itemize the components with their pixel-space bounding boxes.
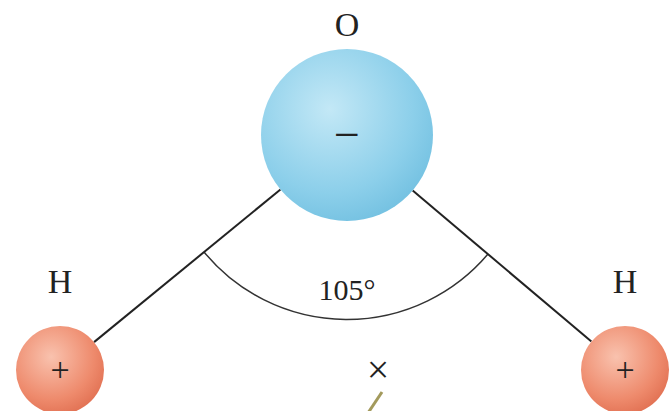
angle-label: 105° <box>319 275 376 305</box>
charge-sign: − <box>334 112 360 158</box>
bond-line <box>94 189 280 342</box>
atom-symbol: O <box>241 7 453 43</box>
pointer-line <box>368 392 382 411</box>
hydrogen-atom: H+ <box>16 326 104 411</box>
cross-mark: × <box>367 350 390 390</box>
oxygen-atom: O− <box>261 49 433 221</box>
charge-sign: + <box>50 353 69 387</box>
atom-symbol: H <box>0 264 124 300</box>
atom-symbol: H <box>561 264 669 300</box>
hydrogen-atom: H+ <box>581 326 669 411</box>
angle-arc <box>204 252 488 319</box>
bond-line <box>413 191 592 342</box>
charge-sign: + <box>615 353 634 387</box>
